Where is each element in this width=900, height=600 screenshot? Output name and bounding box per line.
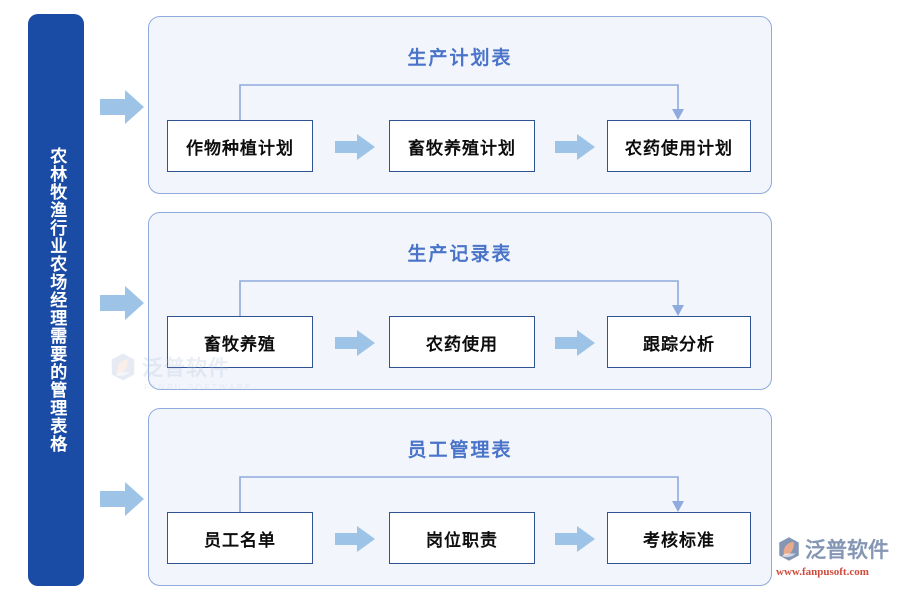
panel-production-record: 生产记录表 畜牧养殖 农药使用 跟踪分析: [148, 212, 772, 390]
panel-title: 生产记录表: [407, 244, 513, 265]
fanpu-logo-mark-icon: [111, 353, 135, 381]
fanpu-logo-mark-icon: [779, 537, 799, 561]
brand-logo-url: www.fanpusoft.com: [776, 566, 869, 578]
step-box[interactable]: 作物种植计划: [167, 120, 313, 172]
brand-logo: 泛普软件 www.fanpusoft.com: [776, 534, 892, 582]
chevron-right-icon: [335, 526, 375, 552]
feed-arrow-staff-icon: [100, 480, 144, 518]
chevron-right-icon: [335, 134, 375, 160]
step-box[interactable]: 跟踪分析: [607, 316, 751, 368]
feed-arrow-record-icon: [100, 284, 144, 322]
vertical-banner: 农林牧渔行业农场经理需要的管理表格: [28, 14, 84, 586]
step-box[interactable]: 农药使用: [389, 316, 535, 368]
chevron-right-icon: [555, 526, 595, 552]
step-box[interactable]: 岗位职责: [389, 512, 535, 564]
step-box[interactable]: 员工名单: [167, 512, 313, 564]
step-box[interactable]: 考核标准: [607, 512, 751, 564]
panel-production-plan: 生产计划表 作物种植计划 畜牧养殖计划 农药使用计划: [148, 16, 772, 194]
feed-arrow-plan-icon: [100, 88, 144, 126]
panel-staff-management: 员工管理表 员工名单 岗位职责 考核标准: [148, 408, 772, 586]
chevron-right-icon: [555, 330, 595, 356]
vertical-banner-label: 农林牧渔行业农场经理需要的管理表格: [47, 147, 67, 453]
panel-title: 生产计划表: [407, 48, 513, 69]
step-box[interactable]: 畜牧养殖计划: [389, 120, 535, 172]
brand-logo-text: 泛普软件: [805, 538, 889, 562]
panel-title: 员工管理表: [407, 440, 513, 461]
chevron-right-icon: [555, 134, 595, 160]
step-box[interactable]: 畜牧养殖: [167, 316, 313, 368]
chevron-right-icon: [335, 330, 375, 356]
step-box[interactable]: 农药使用计划: [607, 120, 751, 172]
